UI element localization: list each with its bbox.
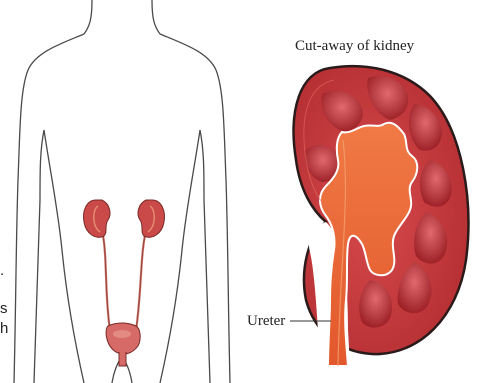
left-kidney [84,200,111,237]
edge-fragment-1: . [0,262,4,279]
ureter-label: Ureter [247,313,285,330]
edge-fragment-3: h [0,320,8,337]
diagram-title: Cut-away of kidney [295,38,414,55]
urinary-tract [84,200,165,366]
right-kidney [138,200,165,237]
bladder [106,323,140,354]
edge-fragment-2: s [0,300,8,317]
